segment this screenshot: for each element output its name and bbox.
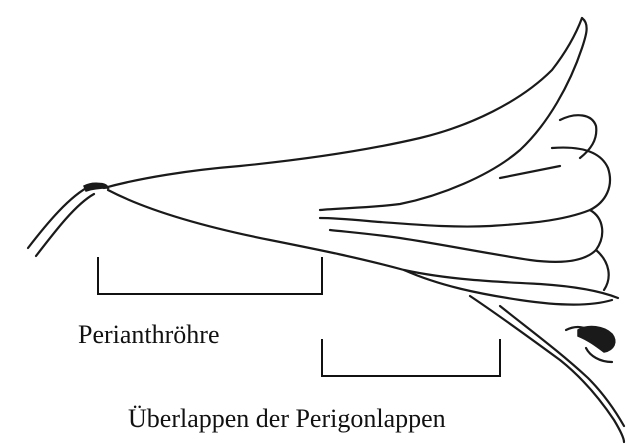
label-perianth-tube: Perianthröhre	[78, 320, 220, 350]
stamen-tip	[566, 327, 615, 362]
label-tepal-overlap: Überlappen der Perigonlappen	[128, 404, 446, 434]
tepal-upper	[320, 18, 587, 210]
pedicel	[28, 183, 108, 256]
tepal-middle	[320, 115, 610, 262]
bracket-perianth-tube	[98, 258, 322, 294]
perianth-tube-outline	[104, 18, 618, 298]
bracket-tepal-overlap	[322, 340, 500, 376]
